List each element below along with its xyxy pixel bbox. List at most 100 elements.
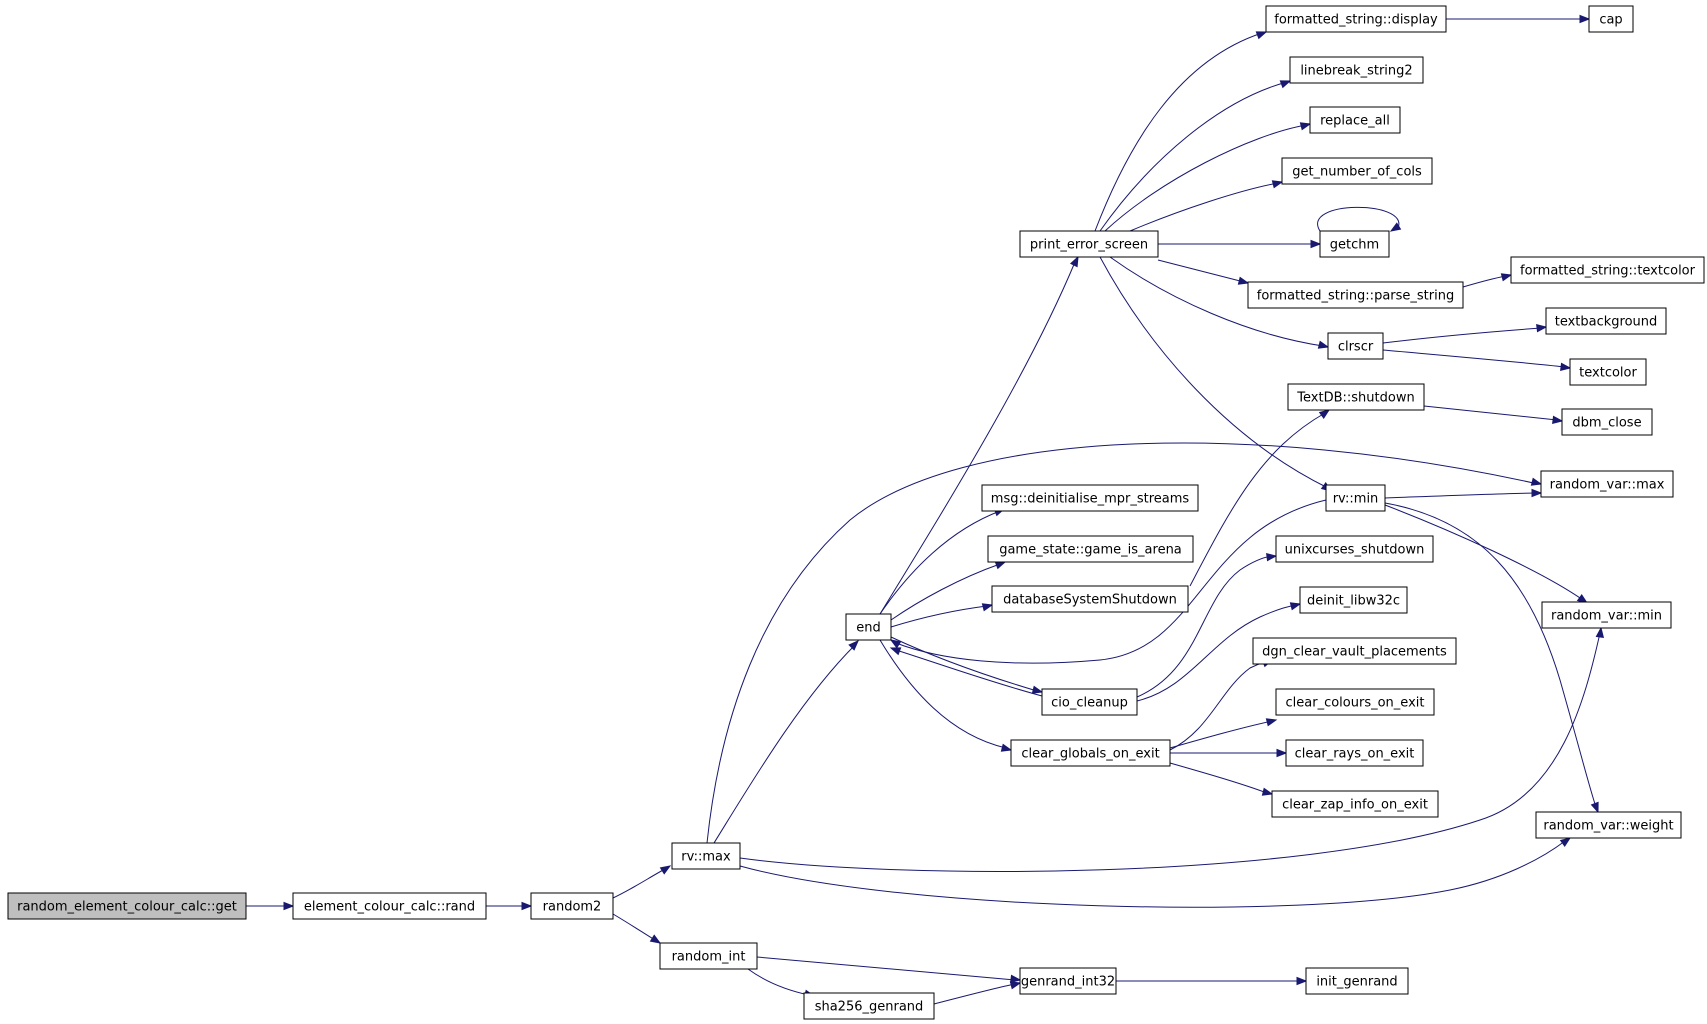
edge-cio-to-end [889,647,1043,697]
arrowhead [1552,415,1564,425]
node-cap[interactable]: cap [1588,5,1634,33]
edge-cgoe-to-ccoe [1169,718,1278,749]
node-dbs[interactable]: databaseSystemShutdown [991,585,1189,613]
node-box [1540,470,1674,498]
nodes-layer: random_element_colour_calc::get element_c… [7,5,1705,1020]
node-croe[interactable]: clear_rays_on_exit [1285,739,1424,767]
node-czie[interactable]: clear_zap_info_on_exit [1271,790,1439,818]
node-dlw[interactable]: deinit_libw32c [1299,586,1408,614]
node-box [1325,484,1386,512]
edge-random_int-to-genrand [756,956,1022,984]
edge-rvmax-to-rvarmin [739,626,1605,872]
edge-rvmax-to-end [713,640,859,844]
node-repl[interactable]: replace_all [1309,106,1401,134]
arrowhead [1317,340,1330,349]
node-label: random2 [543,900,602,915]
node-label: sha256_genrand [815,1000,924,1015]
node-dgn[interactable]: dgn_clear_vault_placements [1252,637,1457,665]
edge-cgoe-to-czie [1169,762,1274,796]
node-pes[interactable]: print_error_screen [1019,230,1159,258]
node-ucs[interactable]: unixcurses_shutdown [1275,535,1434,563]
node-box [1019,967,1117,995]
arrowhead [1500,273,1513,282]
node-fsps[interactable]: formatted_string::parse_string [1247,281,1464,309]
edge-getchm-to-getchm [1317,206,1402,232]
arrowhead [649,934,662,944]
node-lbs[interactable]: linebreak_string2 [1289,56,1424,84]
node-box [1569,358,1647,386]
node-cio[interactable]: cio_cleanup [1041,688,1138,716]
node-clrscr[interactable]: clrscr [1327,332,1384,360]
node-box [1319,230,1390,258]
node-label: genrand_int32 [1021,975,1115,990]
node-box [1289,56,1424,84]
node-ccoe[interactable]: clear_colours_on_exit [1275,688,1435,716]
node-label: random_var::min [1551,609,1662,624]
arrowhead [1299,122,1312,131]
arrowhead [1266,552,1278,562]
node-label: formatted_string::display [1274,13,1438,28]
edge-end-to-msg [879,508,1006,615]
edge-pes-to-repl [1104,122,1312,232]
node-box [1327,332,1384,360]
node-label: random_int [672,950,746,965]
node-sha256[interactable]: sha256_genrand [803,992,935,1020]
node-tdb[interactable]: TextDB::shutdown [1287,383,1425,411]
node-box [1010,739,1171,767]
node-box [1305,967,1409,995]
node-label: deinit_libw32c [1307,594,1400,609]
edge-random2-to-rvmax [612,865,672,899]
node-msg[interactable]: msg::deinitialise_mpr_streams [981,484,1199,512]
node-box [1252,637,1457,665]
node-end[interactable]: end [845,613,892,641]
edges-layer [246,14,1605,1005]
node-box [991,585,1189,613]
node-label: textcolor [1579,366,1637,381]
node-rvmax[interactable]: rv::max [671,842,741,870]
node-label: unixcurses_shutdown [1285,543,1425,558]
node-root[interactable]: random_element_colour_calc::get [7,892,247,920]
node-init_genrand[interactable]: init_genrand [1305,967,1409,995]
node-random2[interactable]: random2 [530,892,614,920]
node-tcol[interactable]: textcolor [1569,358,1647,386]
arrowhead [981,603,994,612]
node-dbm[interactable]: dbm_close [1561,408,1653,436]
arrowhead [1530,477,1543,486]
edge-pes-to-fsps [1157,259,1250,285]
node-box [1271,790,1439,818]
arrowhead [1255,31,1268,40]
edge-end-to-dbs [890,603,994,628]
node-label: rv::min [1333,492,1379,507]
node-tbg[interactable]: textbackground [1545,307,1667,335]
node-getchm[interactable]: getchm [1319,230,1390,258]
node-box [1561,408,1653,436]
edge-fsps-to-fstc [1462,273,1513,288]
node-random_int[interactable]: random_int [659,942,758,970]
arrowhead [1590,801,1599,814]
node-rvw[interactable]: random_var::weight [1535,811,1682,839]
node-box [1265,5,1447,33]
node-fstc[interactable]: formatted_string::textcolor [1510,256,1705,284]
node-label: end [856,621,881,636]
node-ecc_rand[interactable]: element_colour_calc::rand [292,892,487,920]
node-cgoe[interactable]: clear_globals_on_exit [1010,739,1171,767]
arrowhead [1559,837,1572,847]
node-label: game_state::game_is_arena [999,543,1182,558]
node-label: print_error_screen [1030,238,1148,253]
node-gnc[interactable]: get_number_of_cols [1281,157,1433,185]
edge-pes-to-getchm [1158,239,1322,249]
node-genrand[interactable]: genrand_int32 [1019,967,1117,995]
node-fsd[interactable]: formatted_string::display [1265,5,1447,33]
node-box [1545,307,1667,335]
node-rvarmax[interactable]: random_var::max [1540,470,1674,498]
node-rvarmin[interactable]: random_var::min [1541,601,1672,629]
node-gsa[interactable]: game_state::game_is_arena [987,535,1194,563]
node-label: random_element_colour_calc::get [17,900,237,915]
node-box [1247,281,1464,309]
arrowhead [848,640,859,651]
edge-genrand-to-init_genrand [1116,976,1308,986]
node-box [659,942,758,970]
arrowhead [1389,222,1402,232]
node-rvmin[interactable]: rv::min [1325,484,1386,512]
